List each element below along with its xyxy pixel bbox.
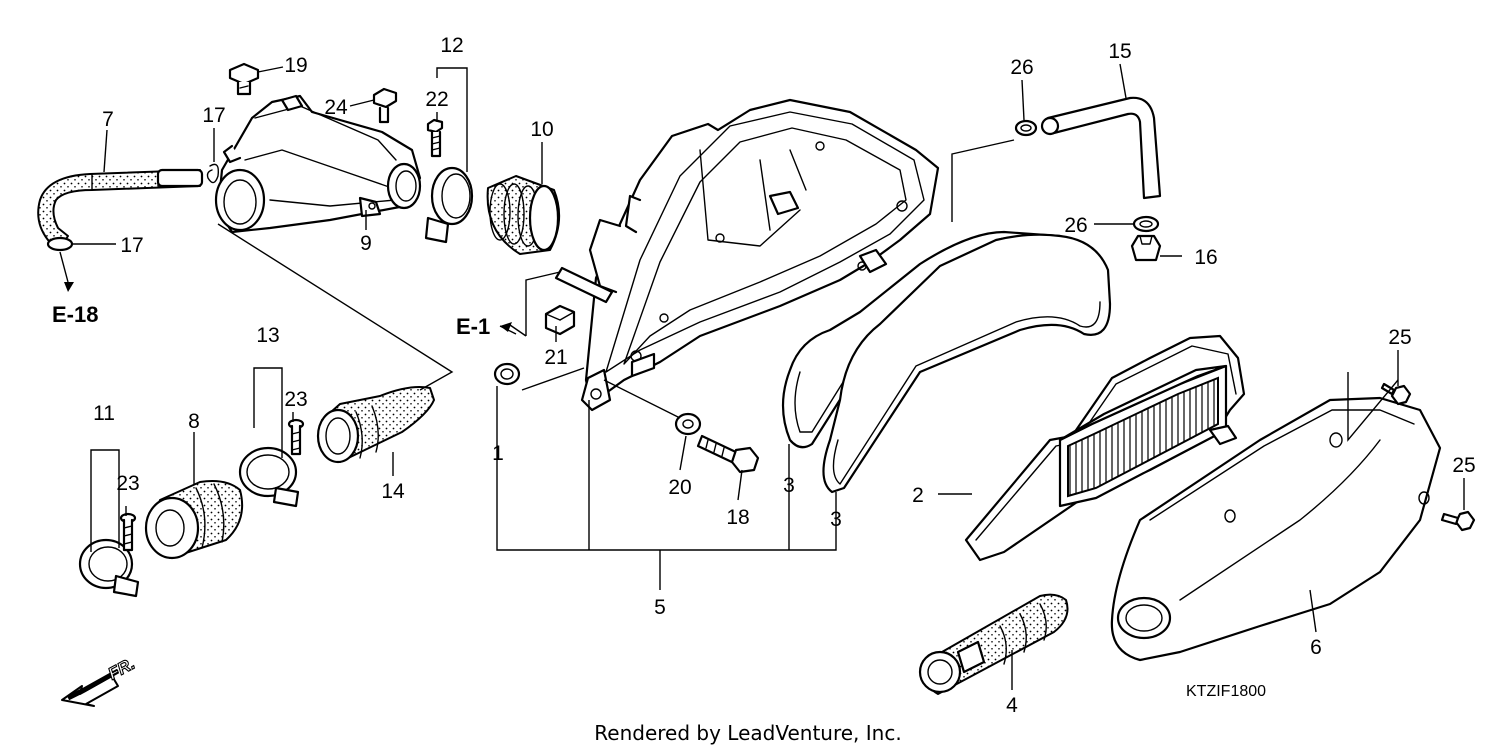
arrow-e1-icon xyxy=(500,322,512,332)
screw-24-icon xyxy=(372,87,398,124)
callout-7: 7 xyxy=(102,108,114,131)
bolt-18-icon xyxy=(696,434,760,474)
callout-21: 21 xyxy=(544,346,567,369)
callout-4: 4 xyxy=(1006,694,1018,717)
callout-20: 20 xyxy=(668,476,691,499)
callout-17a: 17 xyxy=(202,104,225,127)
clip-17-upper-icon xyxy=(206,163,220,184)
callout-9: 9 xyxy=(360,232,372,255)
hose-band-11 xyxy=(78,538,140,598)
ref-e1: E-1 xyxy=(456,314,490,339)
drain-tube-15 xyxy=(1040,96,1162,200)
callout-18: 18 xyxy=(726,506,749,529)
clip-17-lower-icon xyxy=(46,236,74,252)
callout-15: 15 xyxy=(1108,40,1131,63)
callout-1: 1 xyxy=(492,442,504,465)
ref-e18: E-18 xyxy=(52,302,98,327)
bolt-19-icon xyxy=(228,62,260,96)
drain-plug-16-icon xyxy=(1130,234,1162,262)
callout-23a: 23 xyxy=(284,388,307,411)
callout-10: 10 xyxy=(530,118,553,141)
washer-20-icon xyxy=(674,412,702,436)
clip-26-upper-icon xyxy=(1014,119,1038,137)
arrow-e18-icon xyxy=(64,282,74,292)
intake-chamber-9 xyxy=(214,94,422,234)
hose-band-12 xyxy=(424,166,474,244)
diagram-code: KTZIF1800 xyxy=(1186,683,1266,700)
screw-23-upper-icon xyxy=(287,418,305,456)
clip-26-lower-icon xyxy=(1132,215,1160,233)
air-cleaner-cover-6 xyxy=(1110,396,1442,662)
air-cleaner-case-5 xyxy=(554,98,940,412)
grommet-1-icon xyxy=(493,362,521,386)
callout-26b: 26 xyxy=(1064,214,1087,237)
callout-5: 5 xyxy=(654,596,666,619)
callout-8: 8 xyxy=(188,410,200,433)
connecting-tube-10 xyxy=(486,175,561,255)
callout-12: 12 xyxy=(440,34,463,57)
callout-16: 16 xyxy=(1194,246,1217,269)
tube-4 xyxy=(918,593,1069,695)
callout-6: 6 xyxy=(1310,636,1322,659)
callout-14: 14 xyxy=(381,480,405,503)
screw-22-icon xyxy=(426,118,444,158)
screw-25-lower-icon xyxy=(1440,510,1476,532)
callout-3a: 3 xyxy=(783,474,795,497)
callout-13: 13 xyxy=(256,324,279,347)
breather-tube-7 xyxy=(37,168,204,249)
gasket-3 xyxy=(781,230,1112,494)
callout-2: 2 xyxy=(912,484,924,507)
nut-21-icon xyxy=(544,304,576,336)
leader-lines xyxy=(59,63,1465,690)
callout-labels: 1 2 3 3 4 5 6 7 8 9 10 11 12 13 14 15 16… xyxy=(52,34,1476,745)
screw-23-lower-icon xyxy=(119,512,137,552)
callout-22: 22 xyxy=(425,88,448,111)
callout-26a: 26 xyxy=(1010,56,1033,79)
callout-23b: 23 xyxy=(116,472,139,495)
callout-24: 24 xyxy=(324,96,348,119)
credit-text: Rendered by LeadVenture, Inc. xyxy=(594,721,901,745)
callout-25b: 25 xyxy=(1452,454,1475,477)
connecting-tube-14 xyxy=(316,386,435,464)
callout-17b: 17 xyxy=(120,234,143,257)
hose-band-13 xyxy=(238,446,300,508)
callout-3b: 3 xyxy=(830,508,842,531)
connecting-tube-8 xyxy=(144,480,244,560)
front-direction-arrow-icon: FR. xyxy=(61,653,139,707)
callout-11: 11 xyxy=(93,402,115,425)
callout-25a: 25 xyxy=(1388,326,1411,349)
callout-19: 19 xyxy=(284,54,307,77)
air-filter-element-2 xyxy=(964,334,1246,562)
